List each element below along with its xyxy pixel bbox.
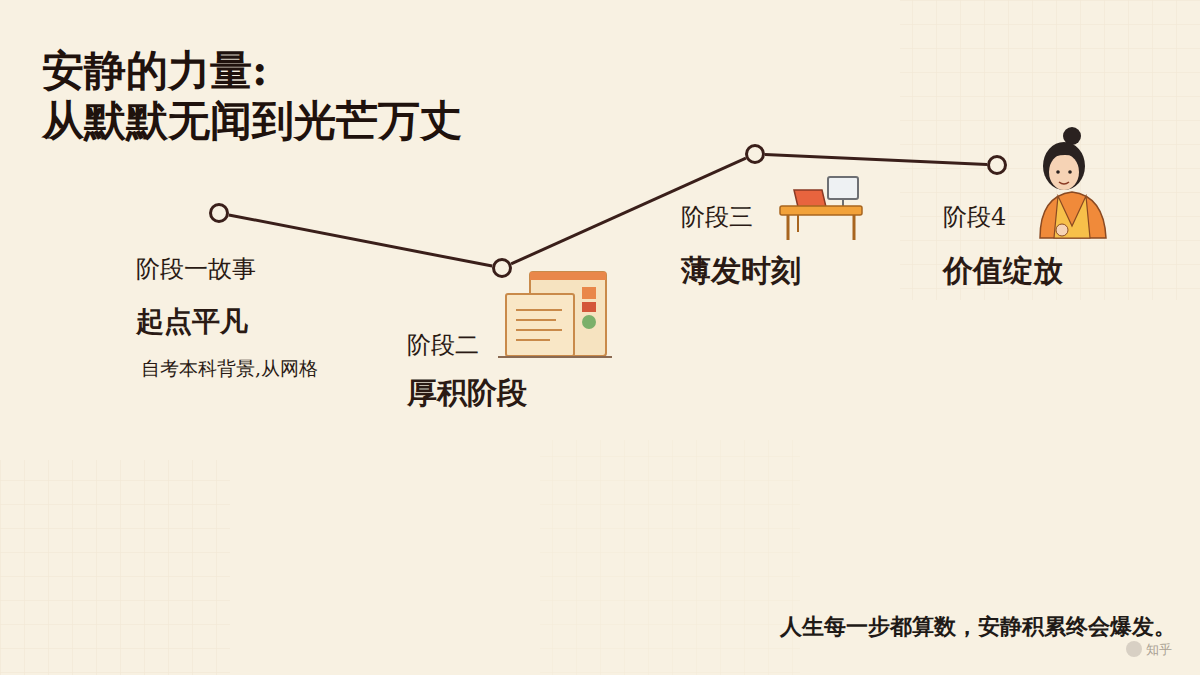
stage-heading: 厚积阶段 (407, 375, 527, 411)
timeline-line (765, 154, 987, 164)
stage-marker: 阶段4价值绽放 (987, 155, 1007, 175)
stage-heading: 价值绽放 (943, 253, 1063, 289)
stage-label: 阶段二 (407, 331, 479, 360)
watermark: 知乎 (1146, 641, 1172, 659)
watermark-icon (1126, 641, 1142, 657)
woman-figure (1040, 127, 1106, 238)
timeline-line (229, 215, 492, 266)
desk-computer-icon (780, 177, 862, 240)
diagram-caption: 人生每一步都算数，安静积累终会爆发。 (780, 612, 1176, 642)
stage-note: 自考本科背景,从网格 (141, 357, 318, 380)
stage-heading: 起点平凡 (136, 305, 248, 339)
stage-label: 阶段一故事 (136, 255, 256, 284)
stage-label: 阶段4 (943, 203, 1006, 232)
stage-marker: 阶段三薄发时刻 (745, 144, 765, 164)
stage-marker: 阶段二厚积阶段 (492, 258, 512, 278)
document-icon (498, 272, 612, 357)
stage-label: 阶段三 (681, 203, 753, 232)
diagram-title: 安静的力量: 从默默无闻到光芒万丈 (42, 46, 512, 147)
stage-heading: 薄发时刻 (681, 253, 801, 289)
stage-marker: 阶段一故事起点平凡自考本科背景,从网格 (209, 203, 229, 223)
